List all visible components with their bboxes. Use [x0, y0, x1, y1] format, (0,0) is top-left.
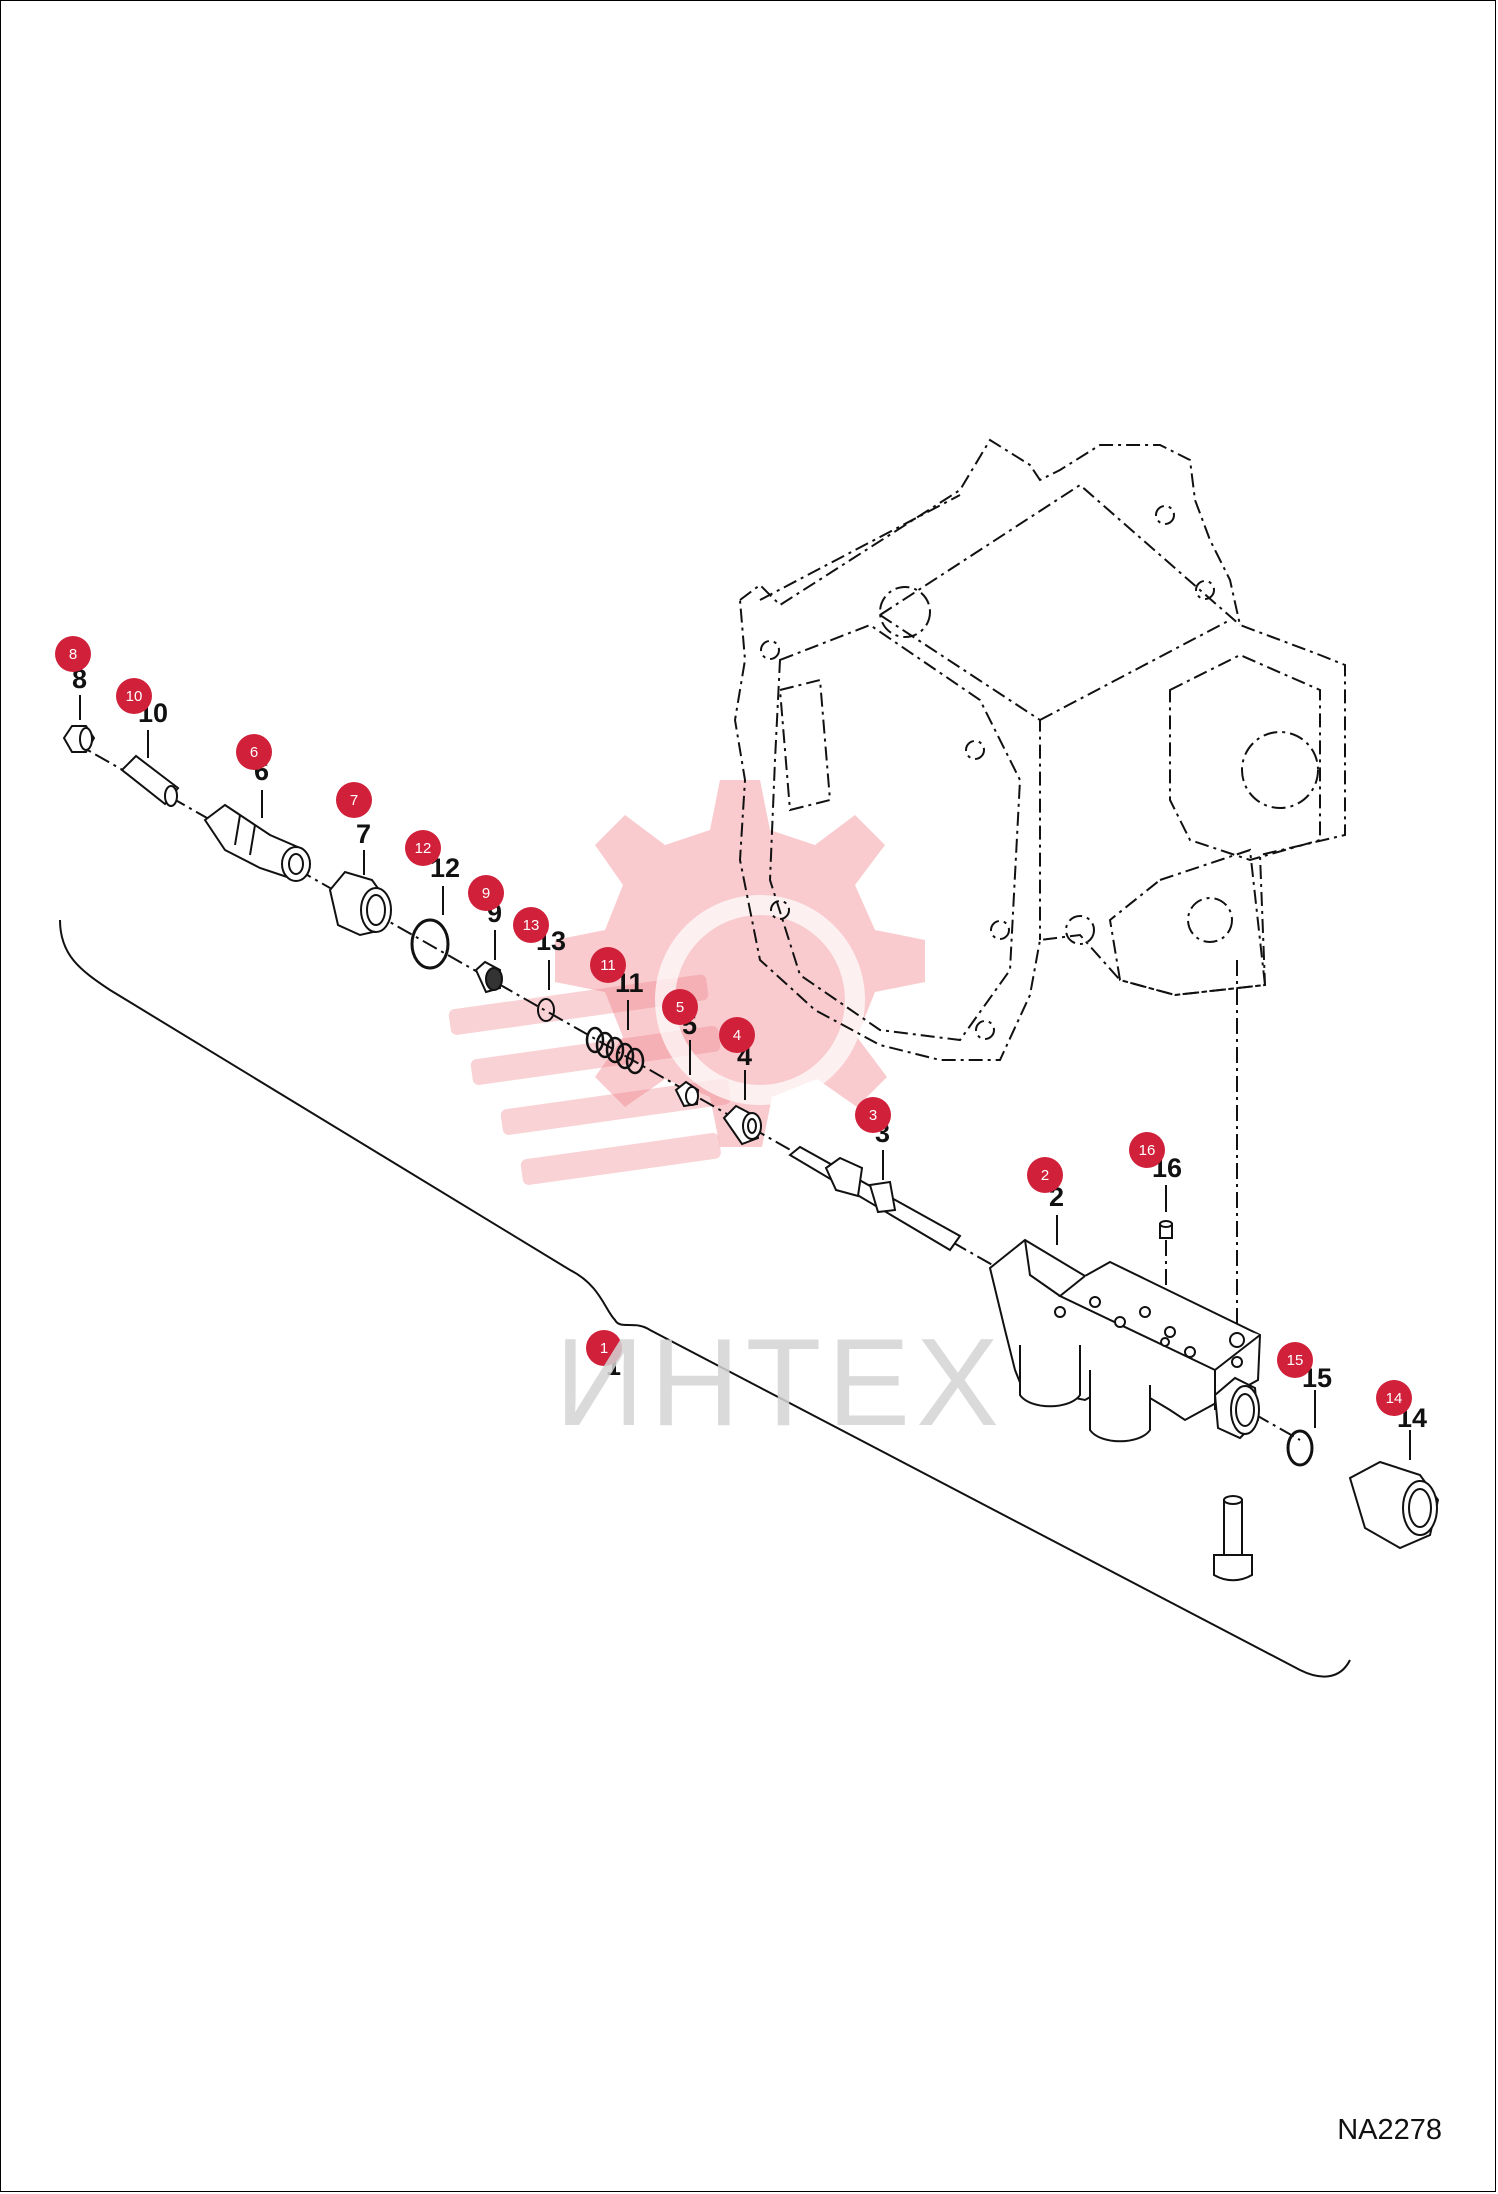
callout-15[interactable]: 15	[1277, 1342, 1313, 1378]
svg-text:9: 9	[482, 885, 490, 902]
svg-text:12: 12	[415, 840, 432, 857]
svg-text:1: 1	[600, 1340, 608, 1357]
part-12-oring	[410, 918, 450, 970]
svg-text:5: 5	[676, 999, 684, 1016]
part-6-plug	[203, 803, 311, 882]
svg-text:6: 6	[250, 744, 258, 761]
svg-text:16: 16	[1139, 1142, 1156, 1159]
callout-13[interactable]: 13	[513, 907, 549, 943]
label-7: 7	[356, 819, 371, 849]
svg-text:2: 2	[1041, 1167, 1049, 1184]
part-15-oring	[1286, 1429, 1314, 1467]
part-7-nut	[328, 870, 392, 937]
callout-2[interactable]: 2	[1027, 1157, 1063, 1193]
assembly-bracket	[59, 919, 1351, 1678]
svg-text:14: 14	[1386, 1390, 1403, 1407]
part-13-ring	[537, 998, 555, 1022]
callout-5[interactable]: 5	[662, 989, 698, 1025]
callout-bubbles: 8 10 6 7 12 9 13 11 5 4 3 2 16 15 14 1	[55, 636, 1412, 1416]
callout-6[interactable]: 6	[236, 734, 272, 770]
svg-text:13: 13	[523, 917, 540, 934]
callout-1[interactable]: 1	[586, 1330, 622, 1366]
callout-11[interactable]: 11	[590, 947, 626, 983]
svg-text:15: 15	[1287, 1352, 1304, 1369]
part-14-cap	[1348, 1460, 1440, 1550]
callout-14[interactable]: 14	[1376, 1380, 1412, 1416]
part-5-spacer	[674, 1080, 700, 1108]
callout-16[interactable]: 16	[1129, 1132, 1165, 1168]
svg-text:4: 4	[733, 1027, 741, 1044]
part-3-spool	[788, 1145, 962, 1252]
port-fitting	[1213, 1376, 1260, 1440]
callout-8[interactable]: 8	[55, 636, 91, 672]
svg-text:7: 7	[350, 792, 358, 809]
callout-7[interactable]: 7	[336, 782, 372, 818]
bolt	[1213, 1495, 1253, 1582]
leader-lines	[79, 695, 1411, 1460]
part-11-spring	[585, 1026, 645, 1075]
callout-12[interactable]: 12	[405, 830, 441, 866]
part-4-seat	[722, 1104, 762, 1146]
part-2-valve-body	[988, 1238, 1262, 1443]
part-10-pin	[120, 754, 180, 807]
svg-text:10: 10	[126, 688, 143, 705]
pump-housing-phantom	[733, 438, 1346, 1061]
part-9-seat	[474, 960, 503, 994]
svg-text:11: 11	[600, 957, 616, 974]
watermark-text: ИНТЕХ	[555, 1314, 1005, 1452]
part-16-plug	[1159, 1220, 1173, 1239]
callout-3[interactable]: 3	[855, 1097, 891, 1133]
callout-9[interactable]: 9	[468, 875, 504, 911]
part-8-nut	[62, 725, 96, 753]
svg-text:3: 3	[869, 1107, 877, 1124]
svg-text:8: 8	[69, 646, 77, 663]
callout-10[interactable]: 10	[116, 678, 152, 714]
drawing-code: NA2278	[1337, 2114, 1442, 2146]
callout-4[interactable]: 4	[719, 1017, 755, 1053]
